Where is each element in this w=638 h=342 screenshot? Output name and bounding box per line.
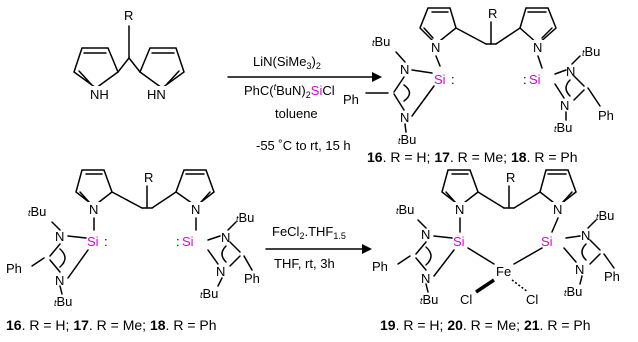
svg-text:tBu: tBu: [564, 284, 582, 299]
reaction-arrow-2: [265, 244, 372, 254]
svg-text:Si: Si: [541, 234, 553, 249]
reaction-1-conditions: LiN(SiMe3)2 PhC(tBuN)2SiCl toluene -55 ˚…: [244, 54, 351, 153]
svg-text:R: R: [144, 170, 153, 185]
svg-text:N: N: [455, 202, 464, 217]
svg-text:tBu: tBu: [554, 120, 572, 135]
svg-text:N: N: [216, 264, 225, 279]
svg-text:Cl: Cl: [460, 292, 472, 307]
iron-complex-product: R N N N N Si Ph tBu tBu Si N N Ph tB: [372, 169, 620, 307]
svg-text:Ph: Ph: [6, 261, 22, 276]
caption-left: 16. R = H; 17. R = Me; 18. R = Ph: [6, 317, 217, 333]
svg-text:Ph: Ph: [372, 259, 388, 274]
svg-text:N: N: [221, 230, 230, 245]
svg-text:Si: Si: [453, 234, 465, 249]
substituent-r-label: R: [124, 8, 133, 23]
silicon-right: Si: [529, 72, 541, 87]
svg-text:R: R: [506, 170, 515, 185]
svg-text:tBu: tBu: [396, 202, 414, 217]
svg-text:tBu: tBu: [28, 204, 46, 219]
reagent-silylene-chloride: PhC(tBuN)2SiCl: [244, 82, 335, 100]
svg-text:Si: Si: [87, 234, 99, 249]
svg-text:N: N: [575, 262, 584, 277]
svg-text:tBu: tBu: [54, 294, 72, 309]
reaction-2-solvent-temp: THF, rt, 3h: [274, 256, 335, 271]
svg-text:Cl: Cl: [526, 292, 538, 307]
bis-silylene-product-top: R N N N N Si : Ph tBu tBu : Si N: [343, 6, 614, 147]
svg-text::: :: [104, 234, 108, 249]
svg-text:R: R: [488, 6, 497, 21]
reaction-2-conditions: FeCl2.THF1.5 THF, rt, 3h: [272, 224, 346, 271]
svg-text:Ph: Ph: [598, 108, 614, 123]
nh-right-label: HN: [147, 87, 166, 102]
svg-text:tBu: tBu: [596, 208, 614, 223]
svg-text:N: N: [560, 98, 569, 113]
caption-right: 19. R = H; 20. R = Me; 21. R = Ph: [380, 317, 591, 333]
svg-text:N: N: [89, 202, 98, 217]
svg-text:tBu: tBu: [200, 286, 218, 301]
svg-text:N: N: [400, 110, 409, 125]
svg-text:N: N: [533, 40, 542, 55]
svg-text:N: N: [55, 229, 64, 244]
svg-text:N: N: [421, 271, 430, 286]
svg-text:tBu: tBu: [372, 34, 390, 49]
bis-silylene-reactant-bottom: R N N N N Si : Ph tBu tBu : Si N N: [6, 169, 260, 309]
svg-text:N: N: [581, 228, 590, 243]
svg-text::: :: [451, 72, 455, 87]
svg-text:N: N: [400, 62, 409, 77]
nh-left-label: NH: [90, 87, 109, 102]
svg-text:Ph: Ph: [604, 269, 620, 284]
svg-text:tBu: tBu: [582, 44, 600, 59]
svg-text:N: N: [55, 273, 64, 288]
iron-atom: Fe: [496, 264, 511, 279]
svg-text:Ph: Ph: [244, 271, 260, 286]
reagent-lin-sime3: LiN(SiMe3)2: [253, 54, 321, 71]
silicon-left: Si: [434, 72, 446, 87]
svg-text:Si: Si: [182, 234, 194, 249]
svg-text:tBu: tBu: [398, 132, 416, 147]
svg-text:N: N: [191, 202, 200, 217]
svg-text:N: N: [553, 202, 562, 217]
svg-text:Ph: Ph: [343, 92, 359, 107]
svg-text:tBu: tBu: [236, 210, 254, 225]
caption-top: 16. R = H; 17. R = Me; 18. R = Ph: [367, 149, 578, 165]
svg-text::: :: [176, 234, 180, 249]
dipyrromethane-start-material: R NH HN: [73, 8, 185, 102]
svg-text:N: N: [566, 64, 575, 79]
svg-text::: :: [523, 72, 527, 87]
reagent-fecl2-thf: FeCl2.THF1.5: [272, 224, 346, 241]
svg-text:N: N: [431, 40, 440, 55]
reaction-1-temp-time: -55 ˚C to rt, 15 h: [256, 138, 351, 153]
svg-text:N: N: [421, 227, 430, 242]
solvent-toluene: toluene: [275, 106, 318, 121]
svg-text:tBu: tBu: [420, 292, 438, 307]
reaction-arrow-1: [227, 72, 382, 82]
